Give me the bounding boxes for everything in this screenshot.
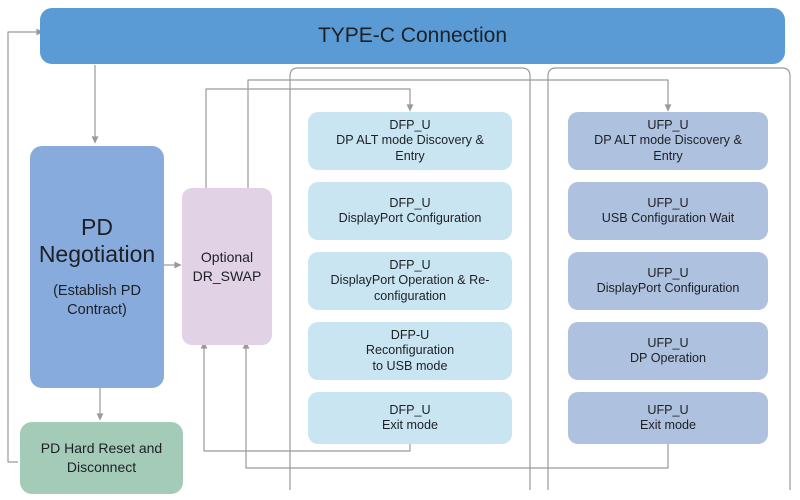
type-c-connection-header[interactable]: TYPE-C Connection [40,8,785,64]
pd-negotiation-title-line1: PD [81,214,113,241]
wire-dfp-exit-to-dr-swap [200,341,411,452]
pd-negotiation-sub-line1: (Establish PD [53,283,141,300]
dfp-box-3-line1: DFP-U [390,327,430,342]
ufp-box-1-line2: USB Configuration Wait [601,211,735,225]
ufp-box-displayport-configuration[interactable]: UFP_U DisplayPort Configuration [568,252,768,310]
pd-negotiation-box[interactable]: PD Negotiation (Establish PD Contract) [30,146,164,388]
pd-negotiation-sub-line2: Contract) [67,302,127,319]
ufp-box-0-line1: UFP_U [647,117,689,132]
ufp-box-0-line3: Entry [653,148,683,163]
dfp-box-0-line3: Entry [395,148,425,163]
dfp-box-reconfiguration-to-usb-mode[interactable]: DFP-U Reconfiguration to USB mode [308,322,512,380]
ufp-box-4-line1: UFP_U [647,402,689,417]
pd-hard-reset-box[interactable]: PD Hard Reset and Disconnect [20,422,183,494]
pd-hard-reset-line2: Disconnect [66,459,137,475]
dfp-box-4-line2: Exit mode [382,418,438,432]
ufp-box-3-line1: UFP_U [647,335,689,350]
optional-dr-swap-box[interactable]: Optional DR_SWAP [182,188,272,345]
ufp-box-exit-mode[interactable]: UFP_U Exit mode [568,392,768,444]
dr-swap-line1: Optional [200,248,254,265]
ufp-box-3-line2: DP Operation [629,351,707,365]
wire-hard-reset-to-header [7,28,44,463]
dfp-box-2-line2: DisplayPort Operation & Re- [330,273,490,288]
dfp-box-2-line3: configuration [373,288,447,303]
dfp-box-1-line1: DFP_U [389,195,431,210]
dr-swap-line2: DR_SWAP [192,267,262,284]
wire-ufp-exit-to-dr-swap [242,341,669,469]
dfp-box-0-line2: DP ALT mode Discovery & [336,133,484,148]
dfp-box-exit-mode[interactable]: DFP_U Exit mode [308,392,512,444]
wire-dr-swap-to-dfp-entry [205,88,414,188]
wire-ufp-column-bracket [547,67,791,490]
dfp-box-dp-alt-mode-discovery-entry[interactable]: DFP_U DP ALT mode Discovery & Entry [308,112,512,170]
dfp-box-4-line1: DFP_U [389,402,431,417]
pd-hard-reset-line1: PD Hard Reset and [40,440,163,457]
ufp-box-2-line2: DisplayPort Configuration [596,281,740,295]
ufp-box-usb-configuration-wait[interactable]: UFP_U USB Configuration Wait [568,182,768,240]
dfp-box-2-line1: DFP_U [389,257,431,272]
ufp-box-4-line2: Exit mode [640,418,696,432]
wire-dfp-column-bracket [289,67,531,490]
dfp-box-displayport-configuration[interactable]: DFP_U DisplayPort Configuration [308,182,512,240]
dfp-box-3-line2: Reconfiguration [365,343,455,358]
ufp-box-dp-operation[interactable]: UFP_U DP Operation [568,322,768,380]
dfp-box-1-line2: DisplayPort Configuration [338,211,482,225]
ufp-box-dp-alt-mode-discovery-entry[interactable]: UFP_U DP ALT mode Discovery & Entry [568,112,768,170]
type-c-connection-label: TYPE-C Connection [317,24,508,48]
dfp-box-3-line3: to USB mode [372,358,448,373]
dfp-box-displayport-operation-reconfiguration[interactable]: DFP_U DisplayPort Operation & Re- config… [308,252,512,310]
wire-dr-swap-to-ufp-entry [247,79,672,188]
ufp-box-1-line1: UFP_U [647,195,689,210]
ufp-box-2-line1: UFP_U [647,265,689,280]
pd-negotiation-title-line2: Negotiation [38,241,156,268]
ufp-box-0-line2: DP ALT mode Discovery & [594,133,742,148]
dfp-box-0-line1: DFP_U [389,117,431,132]
